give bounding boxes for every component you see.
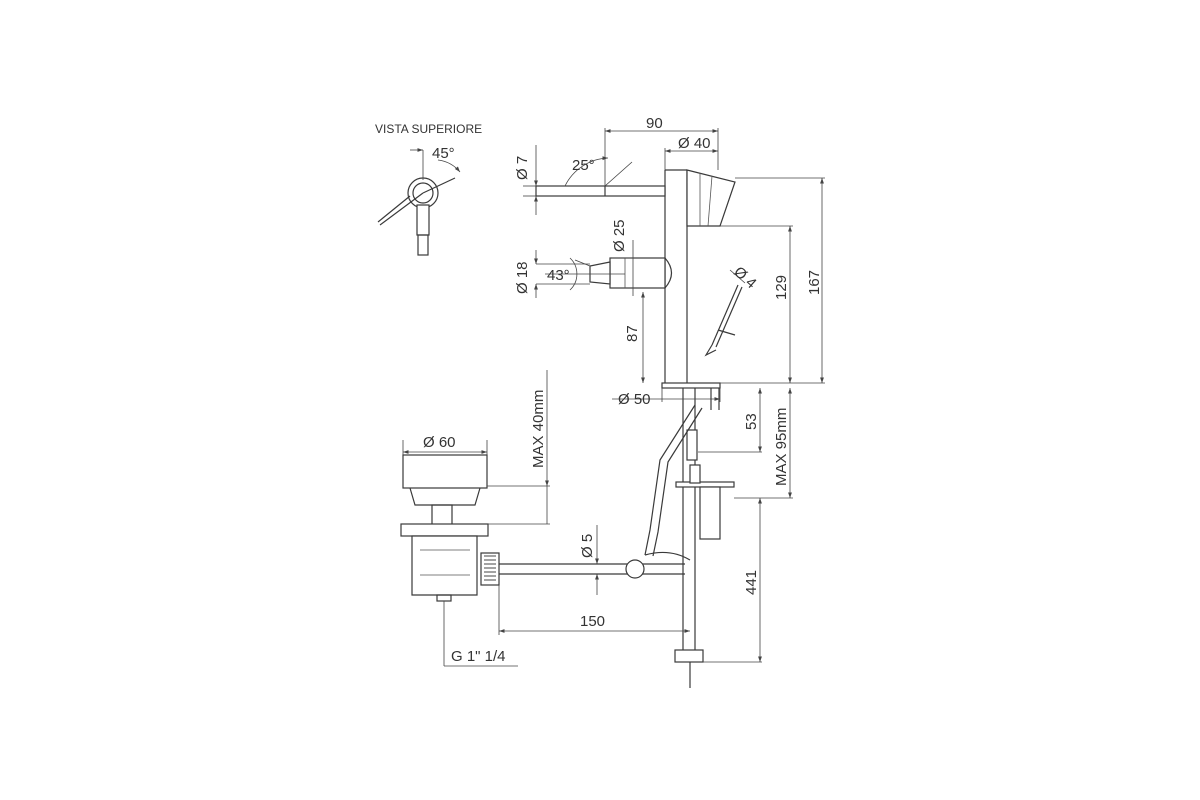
- label-link-diameter: Ø 5: [579, 534, 596, 558]
- top-view-title: VISTA SUPERIORE: [375, 122, 482, 136]
- label-thread: G 1" 1/4: [451, 648, 506, 665]
- label-total-depth: 441: [743, 570, 760, 595]
- label-max-deck: MAX 95mm: [773, 408, 790, 486]
- label-body-diameter: Ø 40: [678, 135, 711, 152]
- top-view-drawing: [377, 148, 461, 256]
- top-view-angle: 45°: [432, 145, 455, 162]
- label-waste-diameter: Ø 60: [423, 434, 456, 451]
- label-max-basin: MAX 40mm: [530, 390, 547, 468]
- waste-assembly: [400, 454, 685, 602]
- dimension-labels: 90 Ø 40 Ø 7 25° Ø 25 Ø 18 43° Ø 4 129 16…: [423, 115, 823, 665]
- top-view: VISTA SUPERIORE 45°: [375, 122, 482, 256]
- label-link-length: 150: [580, 613, 605, 630]
- label-spout-length: 90: [646, 115, 663, 132]
- faucet-body: [535, 169, 743, 688]
- label-nozzle-diameter: Ø 18: [514, 261, 531, 294]
- dimension-lines: [402, 128, 825, 667]
- label-outlet-diameter: Ø 7: [514, 156, 531, 180]
- label-base-diameter: Ø 50: [618, 391, 651, 408]
- label-body-height: 129: [773, 275, 790, 300]
- label-aerator-diameter: Ø 25: [611, 219, 628, 252]
- label-nozzle-angle: 43°: [547, 267, 570, 284]
- label-shank-length: 53: [743, 413, 760, 430]
- label-rod-diameter: Ø 4: [730, 263, 759, 292]
- label-spout-angle: 25°: [572, 157, 595, 174]
- label-nozzle-height: 87: [624, 325, 641, 342]
- label-total-height: 167: [806, 270, 823, 295]
